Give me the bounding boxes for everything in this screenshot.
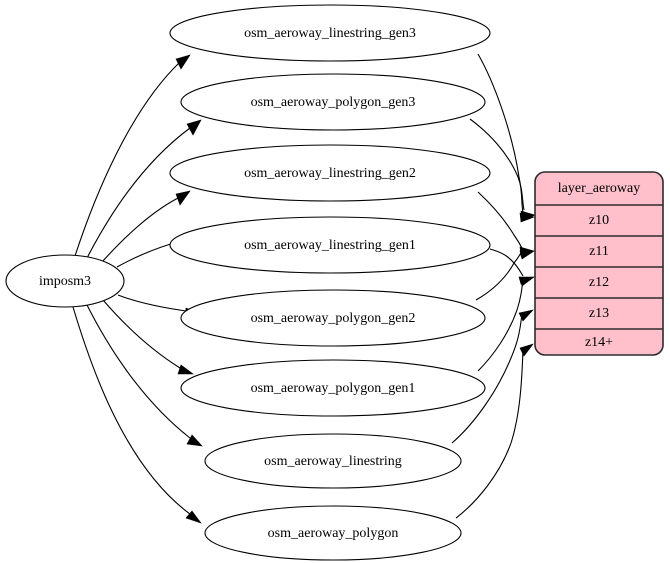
node-imposm3[interactable]: imposm3 — [5, 254, 125, 308]
table-row-z14-plus[interactable]: z14+ — [585, 335, 613, 350]
table-row-z10[interactable]: z10 — [589, 213, 609, 228]
edge-path — [85, 127, 191, 261]
node-shape-ellipse — [180, 289, 486, 347]
node-osm-aeroway-polygon-gen2[interactable]: osm_aeroway_polygon_gen2 — [180, 289, 486, 347]
edge-imposm3-to-linestring-gen2 — [101, 190, 191, 263]
node-osm-aeroway-linestring-gen3[interactable]: osm_aeroway_linestring_gen3 — [169, 4, 491, 62]
edge-path — [85, 302, 191, 439]
arrowhead-icon — [518, 309, 534, 322]
arrowhead-icon — [519, 246, 535, 257]
node-shape-ellipse — [169, 144, 491, 202]
edge-path — [469, 118, 525, 211]
arrowhead-icon — [175, 190, 191, 206]
node-osm-aeroway-polygon-gen1[interactable]: osm_aeroway_polygon_gen1 — [180, 359, 486, 417]
table-shell — [534, 171, 664, 356]
node-layer-aeroway-table[interactable]: layer_aeroway z10 z11 z12 z13 z14+ — [534, 171, 664, 356]
node-label: osm_aeroway_polygon_gen2 — [251, 311, 416, 326]
edge-path — [72, 306, 191, 515]
arrowhead-icon — [520, 210, 536, 221]
table-row-z12[interactable]: z12 — [589, 275, 609, 290]
edge-polygon-to-z14 — [455, 343, 534, 519]
edge-imposm3-to-linestring-gen3 — [74, 54, 191, 257]
edge-linestring-gen3-to-z10 — [477, 53, 535, 223]
edge-path — [489, 248, 524, 277]
node-shape-ellipse — [204, 433, 462, 489]
node-shape-ellipse — [204, 505, 462, 561]
edge-polygon-gen3-to-z10 — [469, 118, 536, 221]
edge-group-tables-to-layer — [451, 53, 536, 519]
edge-path — [455, 347, 524, 519]
node-label: osm_aeroway_polygon — [268, 526, 399, 541]
edge-polygon-gen2-to-z11 — [475, 246, 535, 301]
arrowhead-icon — [177, 364, 194, 375]
node-osm-aeroway-linestring-gen1[interactable]: osm_aeroway_linestring_gen1 — [169, 216, 491, 274]
node-osm-aeroway-polygon[interactable]: osm_aeroway_polygon — [204, 505, 462, 561]
edge-imposm3-to-polygon — [72, 306, 202, 524]
edge-imposm3-to-polygon-gen3 — [85, 119, 202, 261]
edge-path — [101, 197, 179, 263]
node-shape-ellipse — [180, 359, 486, 417]
table-row-z11[interactable]: z11 — [589, 244, 609, 259]
arrowhead-icon — [186, 434, 203, 447]
node-osm-aeroway-linestring-gen2[interactable]: osm_aeroway_linestring_gen2 — [169, 144, 491, 202]
edge-path — [74, 61, 181, 257]
table-header-label: layer_aeroway — [558, 181, 640, 196]
edge-path — [475, 248, 524, 301]
arrowhead-icon — [519, 276, 535, 287]
node-label: osm_aeroway_linestring_gen2 — [244, 166, 416, 181]
node-osm-aeroway-linestring[interactable]: osm_aeroway_linestring — [204, 433, 462, 489]
node-label: osm_aeroway_polygon_gen1 — [251, 381, 416, 396]
edge-path — [117, 294, 187, 312]
edge-polygon-gen1-to-z12 — [477, 276, 535, 372]
node-label: osm_aeroway_linestring — [264, 454, 402, 469]
edge-path — [102, 299, 181, 369]
node-shape-ellipse — [169, 216, 491, 274]
arrowhead-icon — [519, 343, 534, 357]
node-shape-ellipse — [180, 73, 486, 131]
arrowhead-icon — [186, 119, 202, 136]
edge-imposm3-to-polygon-gen1 — [102, 299, 194, 375]
edge-path — [477, 278, 524, 372]
node-label-imposm3: imposm3 — [39, 274, 91, 289]
table-row-z13[interactable]: z13 — [589, 306, 609, 321]
edge-path — [477, 53, 524, 213]
arrowhead-icon — [175, 54, 191, 70]
node-label: osm_aeroway_polygon_gen3 — [251, 95, 416, 110]
node-shape-ellipse — [169, 4, 491, 62]
edge-path — [477, 191, 524, 251]
node-label: osm_aeroway_linestring_gen3 — [244, 26, 416, 41]
node-label: osm_aeroway_linestring_gen1 — [244, 238, 416, 253]
edge-linestring-to-z13 — [451, 309, 534, 444]
node-osm-aeroway-polygon-gen3[interactable]: osm_aeroway_polygon_gen3 — [180, 73, 486, 131]
node-shape-ellipse — [5, 254, 125, 308]
edge-path — [451, 312, 523, 444]
edge-imposm3-to-linestring — [85, 302, 203, 447]
arrowhead-icon — [185, 510, 202, 524]
